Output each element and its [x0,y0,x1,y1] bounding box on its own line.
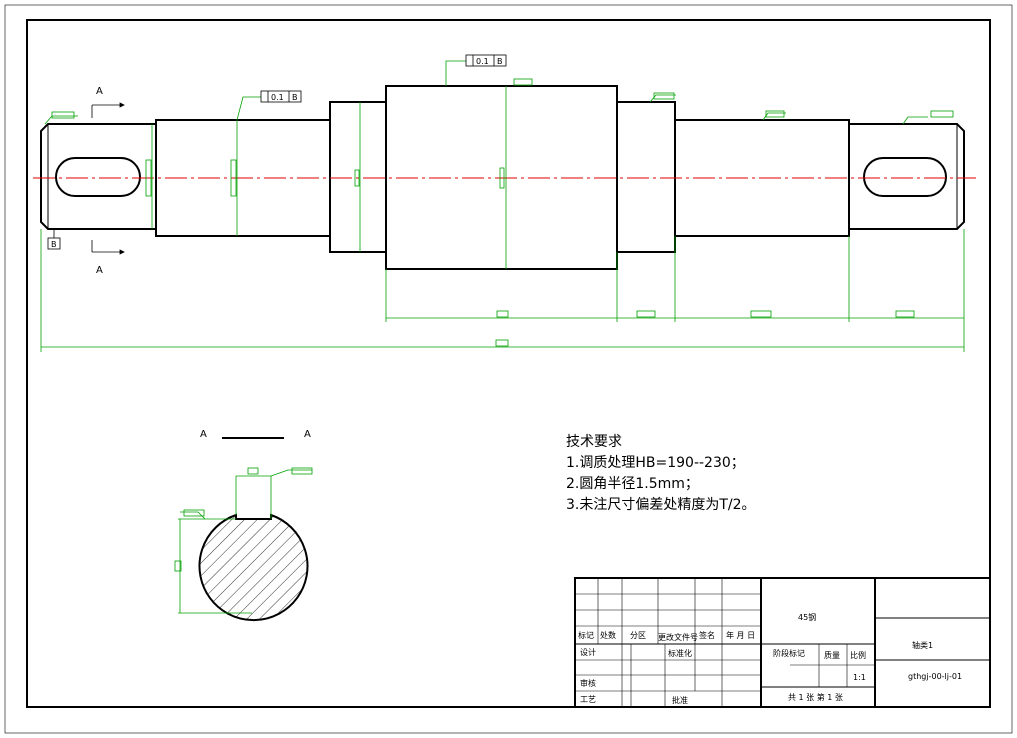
material: 45钢 [798,612,816,622]
scale-value: 1:1 [853,673,866,682]
standardization-label: 标准化 [668,648,692,658]
ratio-label: 比例 [850,650,866,660]
shaft-right-end [849,123,965,230]
drawing-number: gthgj-00-lj-01 [908,672,962,681]
header-signature: 签名 [699,630,715,640]
weight-label: 质量 [824,650,840,660]
shaft-step-5 [616,101,676,253]
tolerance-frame-2: 0.1 B [465,54,507,67]
design-label: 设计 [580,647,596,657]
dimension-lines [40,60,965,352]
section-marker-bottom [91,240,125,255]
header-date: 年 月 日 [726,630,755,640]
part-name: 轴类1 [912,640,933,650]
inner-frame [26,19,991,708]
section-view-aa [174,467,313,622]
tolerance-datum-2: B [497,57,503,66]
header-count: 处数 [600,630,616,640]
process-label: 工艺 [580,695,596,704]
stage-mark-label: 阶段标记 [773,648,805,658]
shaft-step-3 [329,101,387,253]
datum-marker: B [47,229,61,250]
tech-req-item-2: 2.圆角半径1.5mm； [566,476,699,492]
tolerance-value-2: 0.1 [476,57,489,66]
technical-requirements: 技术要求 1.调质处理HB=190--230； 2.圆角半径1.5mm； 3.未… [566,432,756,516]
tolerance-datum-1: B [292,93,298,102]
header-change-doc: 更改文件号 [658,632,698,642]
shaft-main-view [40,85,965,270]
keyway-left [55,157,141,197]
section-label-top: A [96,86,103,97]
section-label-bottom: A [96,265,103,276]
approve-label: 批准 [672,695,688,705]
header-zone: 分区 [630,631,646,640]
tech-req-item-3: 3.未注尺寸偏差处精度为T/2。 [566,497,756,513]
keyway-right [863,157,947,197]
tech-req-title: 技术要求 [566,434,622,450]
shaft-left-end [40,123,156,230]
title-block-text: 标记 处数 分区 更改文件号 签名 年 月 日 设计 标准化 审核 工艺 批准 … [578,612,962,705]
tolerance-value-1: 0.1 [271,93,284,102]
datum-label: B [51,240,57,249]
title-block [574,577,991,708]
section-title-left: A [200,429,207,440]
review-label: 审核 [580,678,596,688]
section-title-right: A [304,429,311,440]
outer-border [4,4,1013,734]
tech-req-item-1: 1.调质处理HB=190--230； [566,455,745,471]
sheets-label: 共 1 张 第 1 张 [788,692,843,702]
section-marker-top [91,102,125,118]
tolerance-frame-1: 0.1 B [260,90,302,103]
header-mark: 标记 [578,630,594,640]
